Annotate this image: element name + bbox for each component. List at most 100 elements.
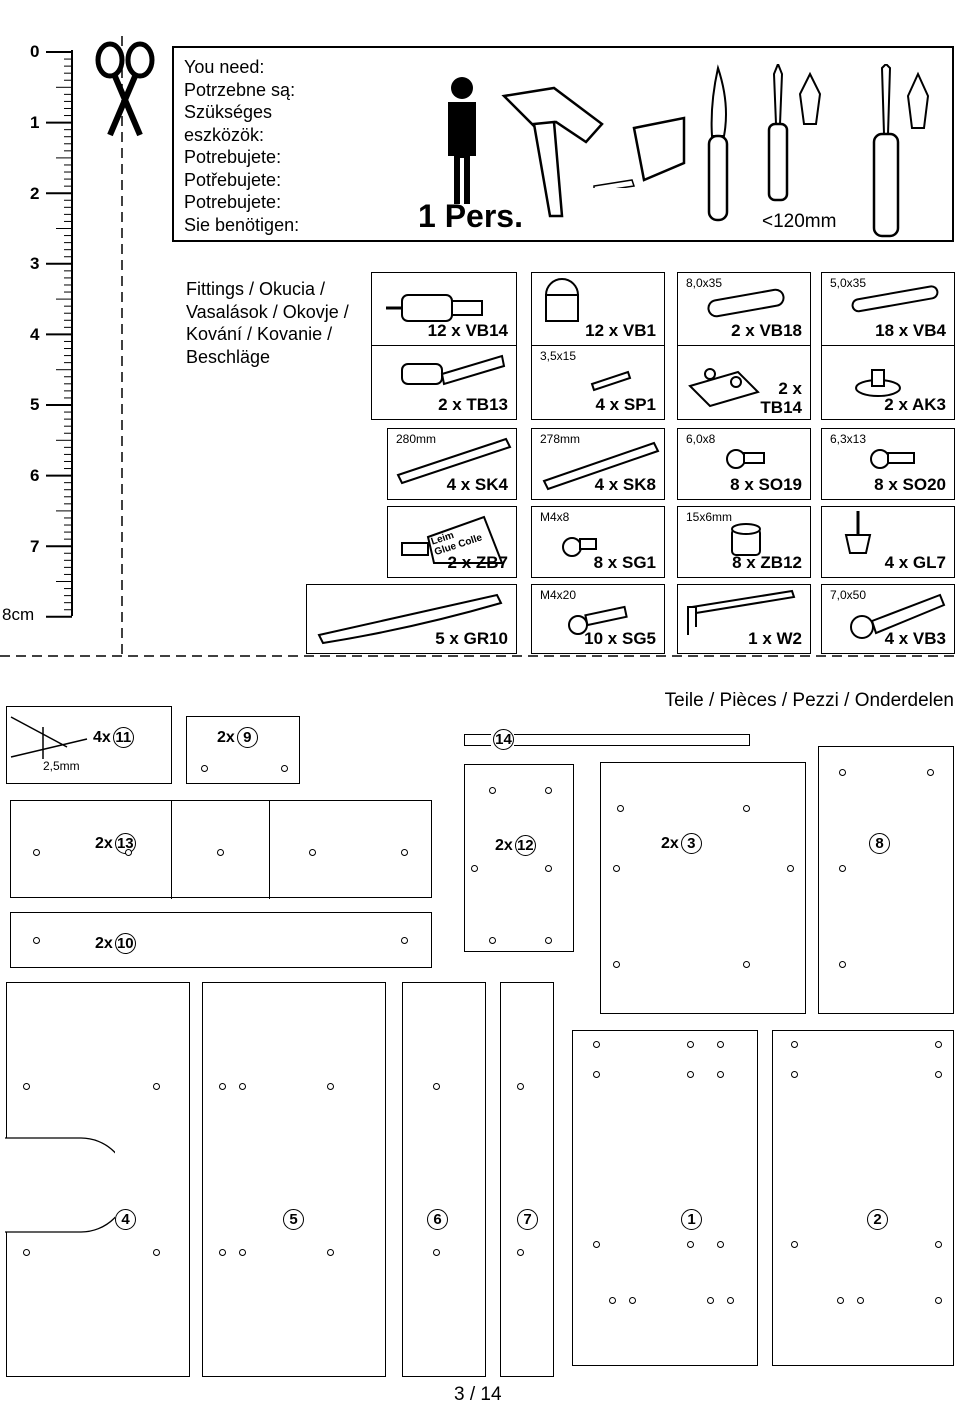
tools-line: Sie benötigen: xyxy=(184,214,300,235)
wood-dowel-icon xyxy=(851,285,939,313)
part-6: 6 xyxy=(402,982,486,1377)
knife-icon xyxy=(707,64,729,222)
fitting-zb12: 15x6mm 8 x ZB12 xyxy=(677,506,811,578)
ruler-label-8cm: 8cm xyxy=(2,605,35,624)
part-2: 2 xyxy=(772,1030,954,1366)
screw-icon xyxy=(562,537,597,557)
hole xyxy=(471,865,478,872)
part-number: 5 xyxy=(283,1209,304,1230)
hammer-icon xyxy=(501,86,604,218)
fitting-gr10: 5 x GR10 xyxy=(306,584,517,654)
fitting-tb14: 2 x TB14 xyxy=(677,346,811,420)
hole xyxy=(935,1297,942,1304)
hole xyxy=(281,765,288,772)
fitting-label: 2 x TB14 xyxy=(760,379,802,417)
hole xyxy=(401,937,408,944)
hole xyxy=(613,961,620,968)
part-14-label: 14 xyxy=(491,729,514,750)
fitting-label: 10 x SG5 xyxy=(584,629,656,648)
dowel-icon xyxy=(386,294,483,322)
scissors-icon xyxy=(95,41,155,137)
part-number: 11 xyxy=(112,727,134,748)
ruler-label-6: 6 xyxy=(30,466,40,485)
hole xyxy=(327,1083,334,1090)
person-icon xyxy=(448,77,476,204)
fitting-ak3: 2 x AK3 xyxy=(821,346,955,420)
ruler-graphic xyxy=(46,36,123,655)
fitting-sk4: 280mm 4 x SK4 xyxy=(387,428,517,500)
fitting-label: 18 x VB4 xyxy=(875,321,946,340)
ruler-label-3: 3 xyxy=(30,254,40,273)
fitting-vb3: 7,0x50 4 x VB3 xyxy=(821,584,955,654)
ruler-label-7: 7 xyxy=(30,537,40,556)
hole xyxy=(787,865,794,872)
qty: 2x xyxy=(217,729,235,746)
screw-icon xyxy=(568,605,628,635)
screwdriver-phillips-icon xyxy=(767,64,822,202)
fitting-label: 2 x AK3 xyxy=(884,395,946,414)
fitting-size: 3,5x15 xyxy=(540,349,577,363)
hole xyxy=(33,937,40,944)
part-number: 3 xyxy=(680,833,702,854)
fitting-label: 2 x VB18 xyxy=(731,321,802,340)
hole xyxy=(839,769,846,776)
hole xyxy=(517,1249,524,1256)
hole xyxy=(593,1041,600,1048)
tools-line: Potrebujete: xyxy=(184,192,282,212)
fitting-w2: 1 x W2 xyxy=(677,584,811,654)
hole xyxy=(239,1249,246,1256)
screw-icon xyxy=(870,449,915,469)
hole xyxy=(545,787,552,794)
qty: 2x xyxy=(495,837,513,854)
hole xyxy=(857,1297,864,1304)
fittings-line: Kování / Kovanie / xyxy=(186,324,333,344)
part-number: 12 xyxy=(514,835,536,856)
wood-dowel-icon xyxy=(707,288,785,318)
part-8-label: 8 xyxy=(867,833,890,854)
hole xyxy=(433,1083,440,1090)
fitting-label: 12 x VB1 xyxy=(585,321,656,340)
drawer-rail-icon xyxy=(396,437,512,485)
hole xyxy=(935,1041,942,1048)
ruler-label-0: 0 xyxy=(30,42,40,61)
hole xyxy=(217,849,224,856)
fittings-line: Fittings / Okucia / xyxy=(186,279,326,299)
fitting-label: 8 x ZB12 xyxy=(732,553,802,572)
fitting-size: 15x6mm xyxy=(686,510,733,524)
part-1-label: 1 xyxy=(679,1209,702,1230)
knife-length-note: <120mm xyxy=(762,211,837,232)
part-14: 14 xyxy=(464,729,750,750)
hole xyxy=(609,1297,616,1304)
fitting-label: 4 x SK8 xyxy=(594,475,656,494)
hole xyxy=(33,849,40,856)
part-5: 5 xyxy=(202,982,386,1377)
drawer-rail-icon xyxy=(542,441,660,491)
fitting-size: 278mm xyxy=(540,432,581,446)
hole xyxy=(489,937,496,944)
fitting-label: 8 x SO19 xyxy=(730,475,802,494)
fitting-vb18: 8,0x35 2 x VB18 xyxy=(677,272,811,346)
part-7-label: 7 xyxy=(515,1209,538,1230)
fitting-sg5: M4x20 10 x SG5 xyxy=(531,584,665,654)
fittings-label: Fittings / Okucia / Vasalások / Okovje /… xyxy=(186,278,349,368)
part-number: 1 xyxy=(681,1209,702,1230)
hole xyxy=(717,1041,724,1048)
fitting-vb4: 5,0x35 18 x VB4 xyxy=(821,272,955,346)
fitting-gl7: 4 x GL7 xyxy=(821,506,955,578)
fitting-sg1: M4x8 8 x SG1 xyxy=(531,506,665,578)
thickness-label: 2,5mm xyxy=(43,759,80,773)
hole xyxy=(327,1249,334,1256)
screw-icon xyxy=(726,449,765,469)
hole xyxy=(153,1249,160,1256)
fitting-vb14: 12 x VB14 xyxy=(371,272,517,346)
tools-needed-text: You need: Potrzebne są: Szükséges eszköz… xyxy=(184,56,299,236)
hole xyxy=(791,1071,798,1078)
part-8: 8 xyxy=(818,746,954,1014)
handle-icon xyxy=(317,593,503,645)
